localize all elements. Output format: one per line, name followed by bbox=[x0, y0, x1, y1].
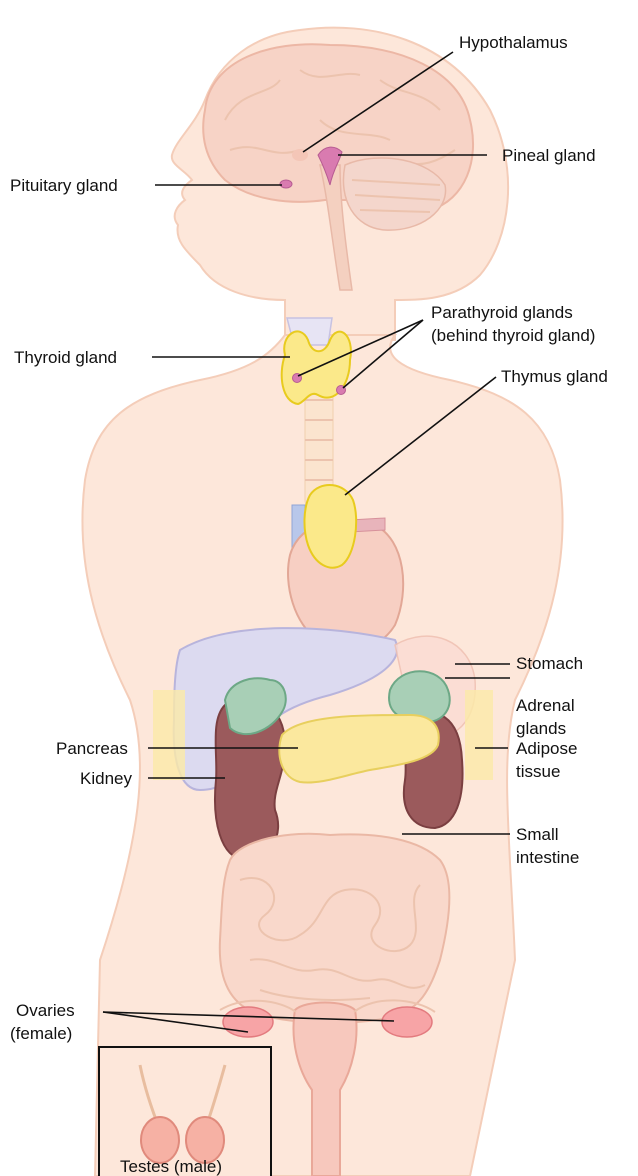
label-small: Small bbox=[516, 825, 559, 844]
label-pineal-gland: Pineal gland bbox=[502, 146, 596, 165]
label-adipose: Adipose bbox=[516, 739, 577, 758]
ovary-left-icon bbox=[223, 1007, 273, 1037]
small-intestine bbox=[220, 834, 450, 1023]
pituitary-gland-icon bbox=[280, 180, 292, 188]
label-adrenal: Adrenal bbox=[516, 696, 575, 715]
label-pancreas: Pancreas bbox=[56, 739, 128, 758]
label-parathyroid-note: (behind thyroid gland) bbox=[431, 326, 595, 345]
label-kidney: Kidney bbox=[80, 769, 132, 788]
adipose-right-icon bbox=[465, 690, 493, 780]
label-testes: Testes (male) bbox=[120, 1157, 222, 1176]
thymus-gland-icon bbox=[304, 485, 356, 568]
label-hypothalamus: Hypothalamus bbox=[459, 33, 568, 52]
label-parathyroid-glands: Parathyroid glands bbox=[431, 303, 573, 322]
label-thymus-gland: Thymus gland bbox=[501, 367, 608, 386]
adipose-left-icon bbox=[153, 690, 185, 780]
label-thyroid-gland: Thyroid gland bbox=[14, 348, 117, 367]
label-adipose-tissue: tissue bbox=[516, 762, 560, 781]
label-small-intestine: intestine bbox=[516, 848, 579, 867]
label-adrenal-glands: glands bbox=[516, 719, 566, 738]
label-ovaries-female: (female) bbox=[10, 1024, 72, 1043]
label-stomach: Stomach bbox=[516, 654, 583, 673]
ovary-right-icon bbox=[382, 1007, 432, 1037]
label-pituitary-gland: Pituitary gland bbox=[10, 176, 118, 195]
label-ovaries: Ovaries bbox=[16, 1001, 75, 1020]
